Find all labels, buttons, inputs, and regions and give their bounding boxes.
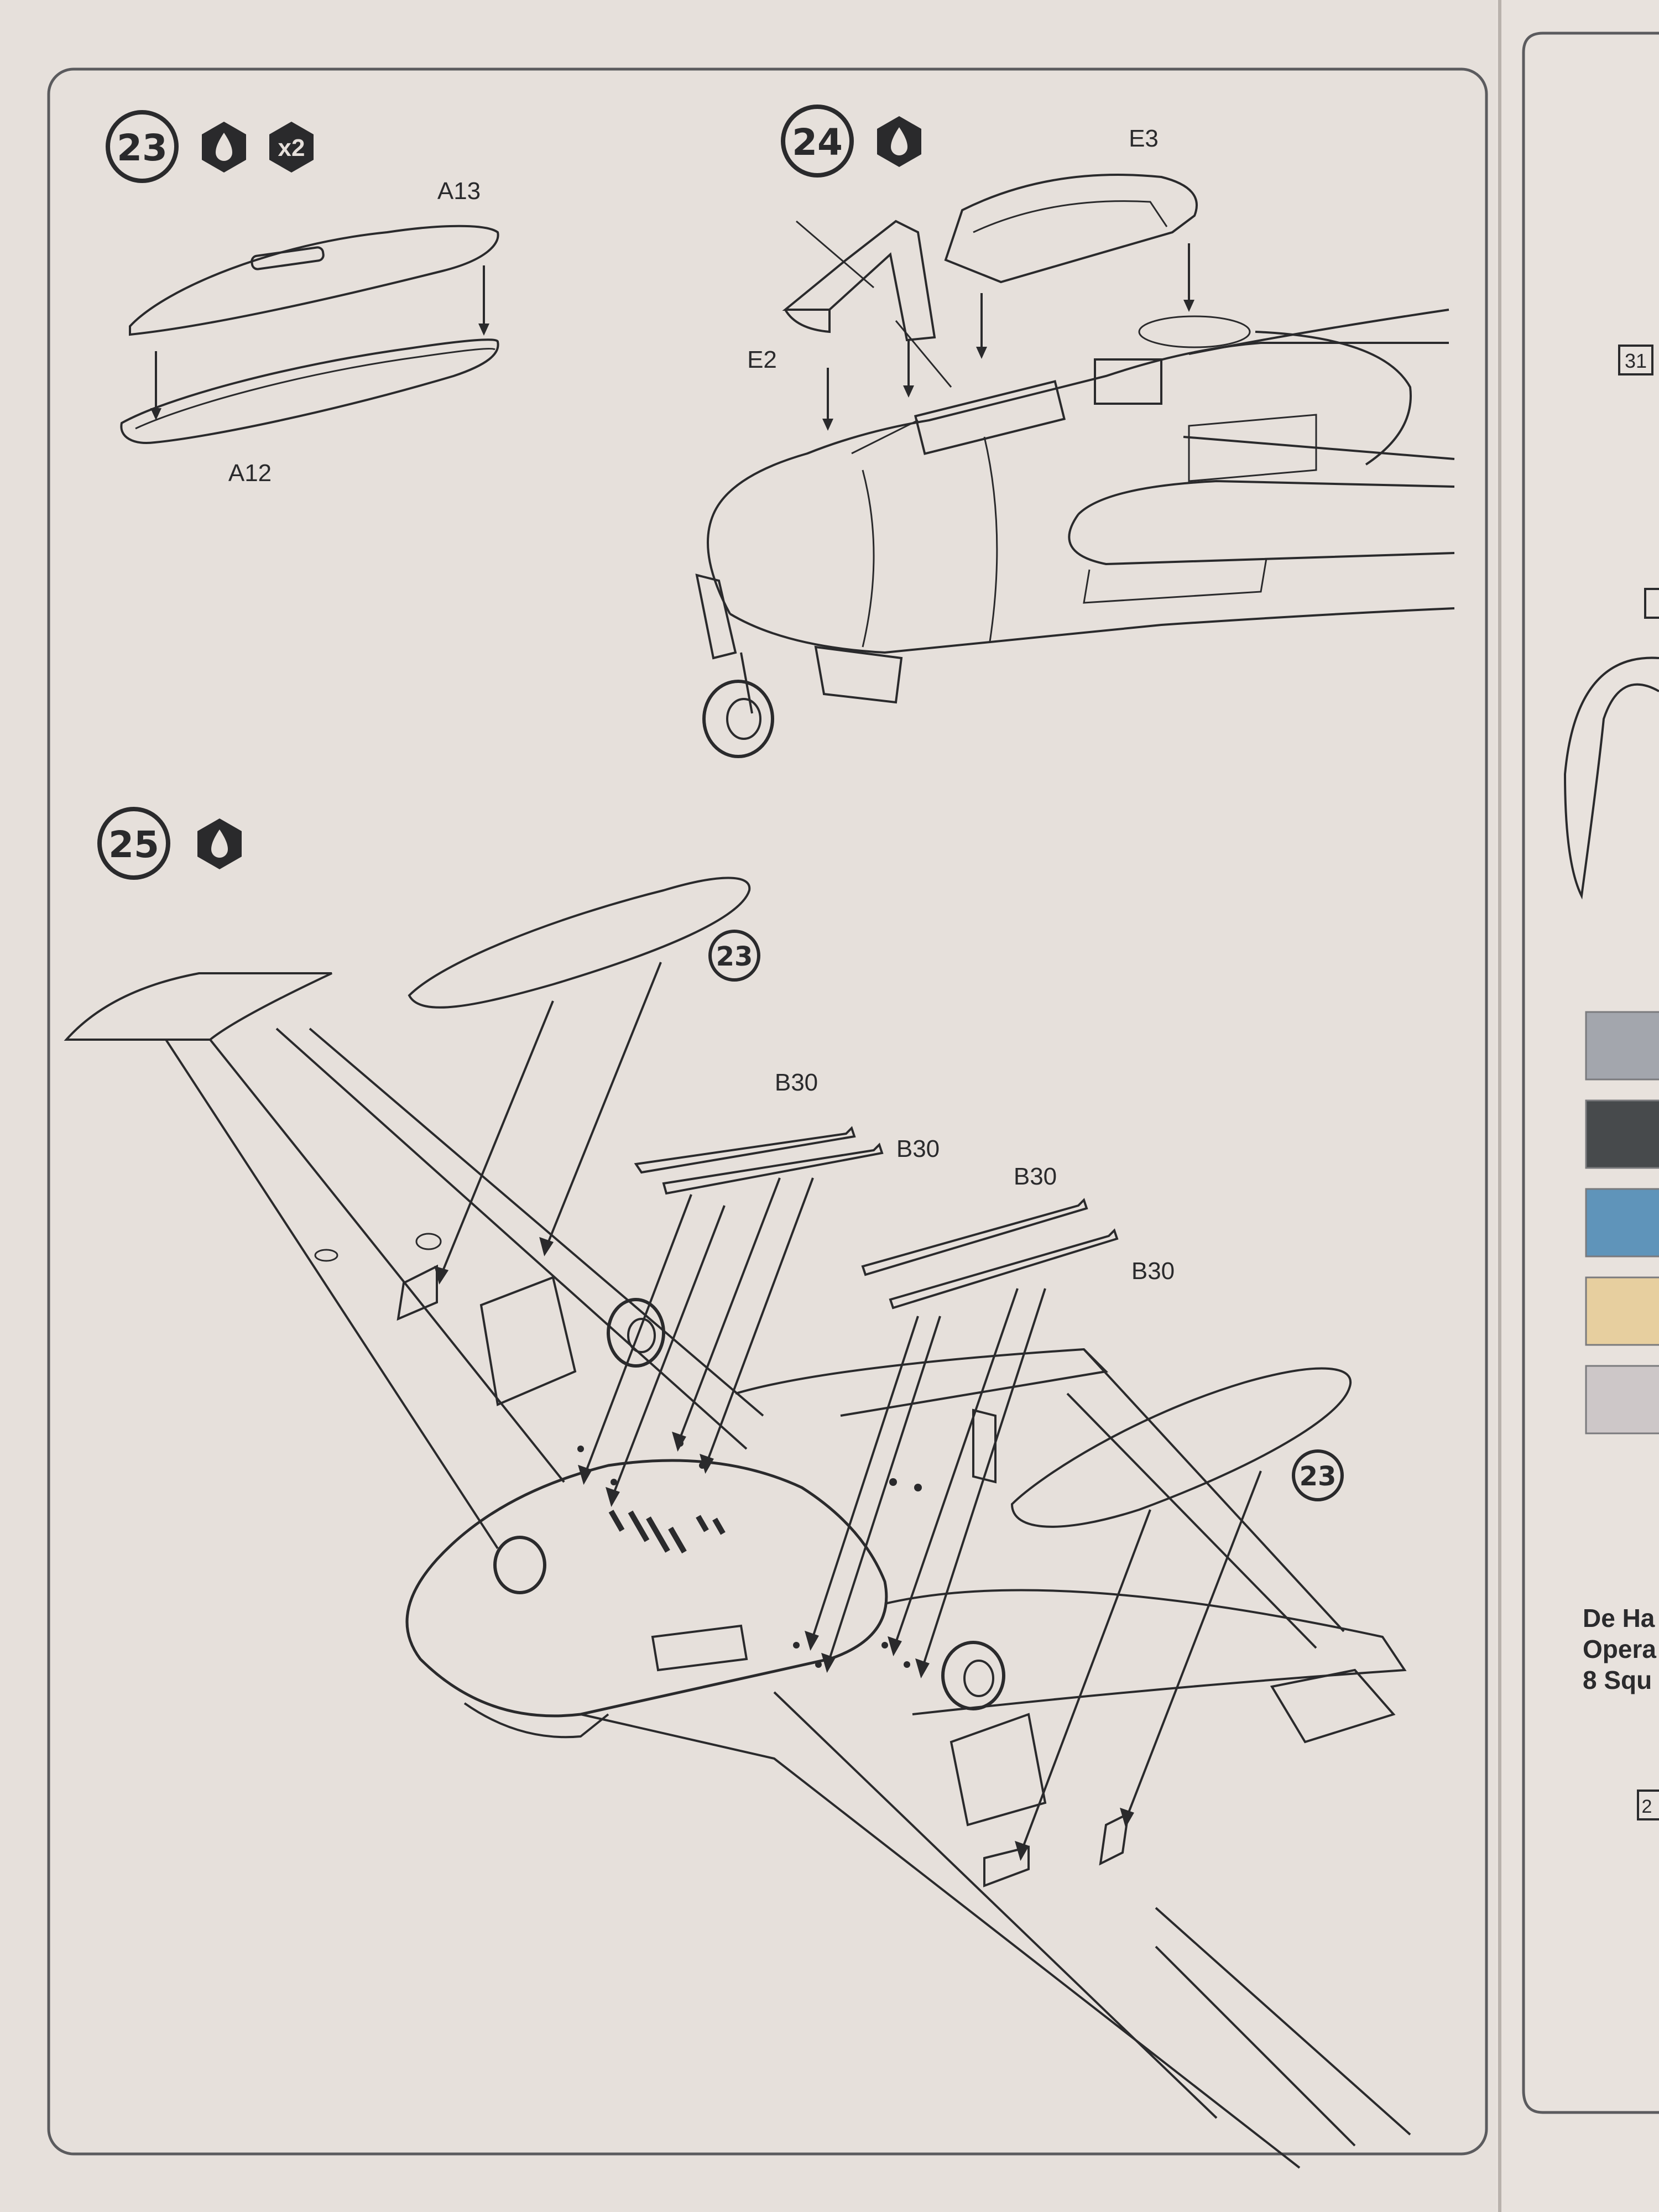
step-number-badge bbox=[781, 105, 854, 178]
assembly-arrows bbox=[434, 962, 1262, 1861]
drop-tank-right bbox=[1010, 1367, 1352, 1528]
step-number: 24 bbox=[792, 121, 843, 164]
subassembly-ref-23 bbox=[708, 930, 760, 982]
wing-center bbox=[735, 1348, 1109, 1417]
subassembly-ref-label: 23 bbox=[716, 941, 753, 972]
drop-tank-left bbox=[408, 877, 751, 1009]
main-gear-bay-right bbox=[950, 1713, 1047, 1827]
step-number: 23 bbox=[117, 127, 168, 169]
canopy-rear-e3 bbox=[944, 174, 1198, 284]
drop-tank-top-half bbox=[129, 225, 499, 336]
left-wingtip-tank bbox=[64, 972, 332, 1041]
page-ref-label: 2 bbox=[1642, 1796, 1652, 1817]
color-swatch bbox=[1585, 1099, 1659, 1169]
part-label-b30: B30 bbox=[775, 1069, 818, 1096]
x2-label: x2 bbox=[278, 134, 305, 161]
color-swatch bbox=[1585, 1365, 1659, 1434]
next-page-partial: 31 2 bbox=[1563, 345, 1659, 1820]
step-number-badge bbox=[97, 807, 170, 880]
color-swatch bbox=[1585, 1188, 1659, 1258]
step-number-badge bbox=[106, 110, 179, 183]
fuselage-outline bbox=[707, 342, 1449, 614]
caption-line-1: De Ha bbox=[1583, 1604, 1655, 1632]
left-page bbox=[0, 0, 1499, 2212]
part-label-e3: E3 bbox=[1129, 125, 1159, 152]
cockpit-opening bbox=[914, 380, 1066, 455]
main-wheel-right bbox=[941, 1641, 1005, 1710]
nose-wheel bbox=[702, 680, 774, 758]
main-wheel-left bbox=[607, 1298, 665, 1368]
part-label-b30: B30 bbox=[1131, 1258, 1175, 1285]
color-swatches bbox=[1585, 1011, 1659, 1434]
part-label-b30: B30 bbox=[896, 1135, 940, 1162]
nose-gear-door bbox=[695, 573, 737, 660]
subassembly-ref-23 bbox=[1292, 1449, 1344, 1501]
pilot-seat bbox=[1094, 358, 1162, 405]
left-wing bbox=[275, 1027, 764, 1450]
caption-line-2: Opera bbox=[1583, 1635, 1656, 1663]
x2-badge bbox=[269, 122, 314, 173]
part-label-e2: E2 bbox=[747, 346, 777, 373]
left-boom bbox=[165, 1039, 565, 1550]
step-24: 24 E3 E2 bbox=[695, 105, 1455, 758]
scheme-caption: De Ha Opera 8 Squ bbox=[1583, 1603, 1659, 1695]
subassembly-ref-label: 23 bbox=[1300, 1461, 1337, 1492]
next-page-wing-drawing bbox=[1563, 656, 1659, 900]
color-swatch bbox=[1585, 1276, 1659, 1346]
tail-fin bbox=[1270, 1668, 1396, 1744]
panel-frame bbox=[47, 67, 1488, 2156]
caption-line-3: 8 Squ bbox=[1583, 1666, 1652, 1694]
right-panel-frame bbox=[1522, 32, 1659, 2114]
part-label-a12: A12 bbox=[228, 460, 272, 487]
canopy-front-e2 bbox=[782, 220, 936, 342]
step-ref-box bbox=[1618, 345, 1653, 375]
right-wing-trailing bbox=[580, 1713, 1301, 2169]
wing-leading-edge bbox=[1068, 513, 1455, 566]
step-23: 23 x2 A13 A12 bbox=[106, 110, 499, 487]
nose-wheel bbox=[493, 1536, 546, 1594]
part-label-a13: A13 bbox=[437, 178, 481, 205]
step-ref-label: 31 bbox=[1625, 349, 1647, 372]
step-25: 25 23 23 B30 B30 B30 B30 bbox=[64, 807, 1411, 2169]
main-gear-bay-left bbox=[479, 1276, 577, 1406]
drop-tank-bottom-half bbox=[120, 338, 499, 444]
step-number: 25 bbox=[108, 823, 159, 866]
fuselage-pod bbox=[405, 1459, 888, 1718]
right-boom bbox=[884, 1589, 1407, 1715]
b30-rails bbox=[634, 1126, 1119, 1310]
part-label-b30: B30 bbox=[1014, 1163, 1057, 1190]
color-swatch bbox=[1585, 1011, 1659, 1081]
